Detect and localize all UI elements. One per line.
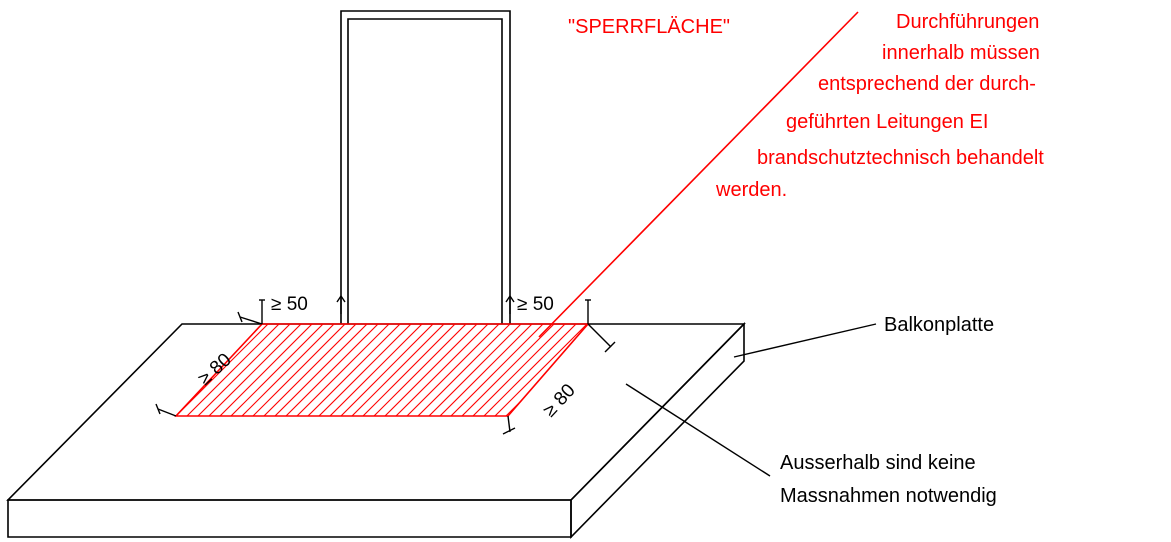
outside-line-2: Massnahmen notwendig	[780, 485, 997, 507]
door-frame	[340, 10, 511, 324]
dim-top-right: ≥ 50	[517, 294, 554, 315]
hatch-line	[490, 324, 588, 416]
hatch-line	[634, 320, 734, 420]
hatch-line	[590, 320, 690, 420]
hatch-line	[446, 324, 548, 416]
hatch-line	[402, 324, 504, 416]
note-line-5: brandschutztechnisch behandelt	[757, 147, 1044, 169]
door-frame-outer	[340, 10, 511, 324]
hatch-line	[182, 324, 284, 416]
sperrflaeche-label: "SPERRFLÄCHE"	[568, 16, 730, 38]
outside-leader-line	[625, 383, 771, 477]
hatch-line	[457, 324, 559, 416]
door-frame-inner	[347, 18, 503, 324]
hatch-line	[303, 324, 405, 416]
hatch-line	[325, 324, 427, 416]
slab-side-face	[570, 322, 745, 539]
balcony-slab	[6, 322, 746, 539]
note-leader-line	[538, 11, 859, 338]
outside-line-1: Ausserhalb sind keine	[780, 452, 976, 474]
hatch-line	[623, 320, 723, 420]
hatch-line	[413, 324, 515, 416]
hatch-line	[567, 324, 588, 416]
hatch-line	[281, 324, 383, 416]
hatch-line	[612, 320, 712, 420]
hatch-line	[237, 324, 339, 416]
note-line-6: werden.	[715, 179, 787, 201]
balkonplatte-leader-line	[733, 323, 877, 358]
note-line-2: innerhalb müssen	[882, 42, 1040, 64]
hatch-line	[601, 320, 701, 420]
hatch-line	[193, 324, 295, 416]
hatch-line	[369, 324, 471, 416]
hatch-line	[270, 324, 372, 416]
hatch-line	[435, 324, 537, 416]
note-line-4: geführten Leitungen EI	[786, 111, 988, 133]
dim-top-left: ≥ 50	[271, 294, 308, 315]
hatch-line	[204, 324, 306, 416]
hatch-line	[468, 324, 570, 416]
hatch-line	[556, 324, 588, 416]
hatch-line	[523, 324, 588, 416]
hatch-line	[358, 324, 460, 416]
dim-side-right: ≥ 80	[539, 380, 579, 421]
sperrflaeche-zone	[174, 320, 734, 420]
hatch-line	[380, 324, 482, 416]
hatch-line	[292, 324, 394, 416]
hatch-line	[248, 324, 350, 416]
note-line-3: entsprechend der durch-	[818, 73, 1036, 95]
hatch-line	[226, 324, 328, 416]
hatch-line	[424, 324, 526, 416]
dim-side-left: ≥ 80	[194, 349, 235, 389]
hatch-line	[259, 324, 361, 416]
hatch-line	[336, 324, 438, 416]
hatch-line	[215, 324, 317, 416]
hatch-line	[391, 324, 493, 416]
hatch-line	[347, 324, 449, 416]
dimension-marks	[155, 294, 616, 435]
slab-front-face	[7, 499, 572, 538]
balkonplatte-label: Balkonplatte	[884, 314, 994, 336]
hatch-line	[314, 324, 416, 416]
hatch-line	[479, 324, 581, 416]
note-line-1: Durchführungen	[896, 11, 1039, 33]
